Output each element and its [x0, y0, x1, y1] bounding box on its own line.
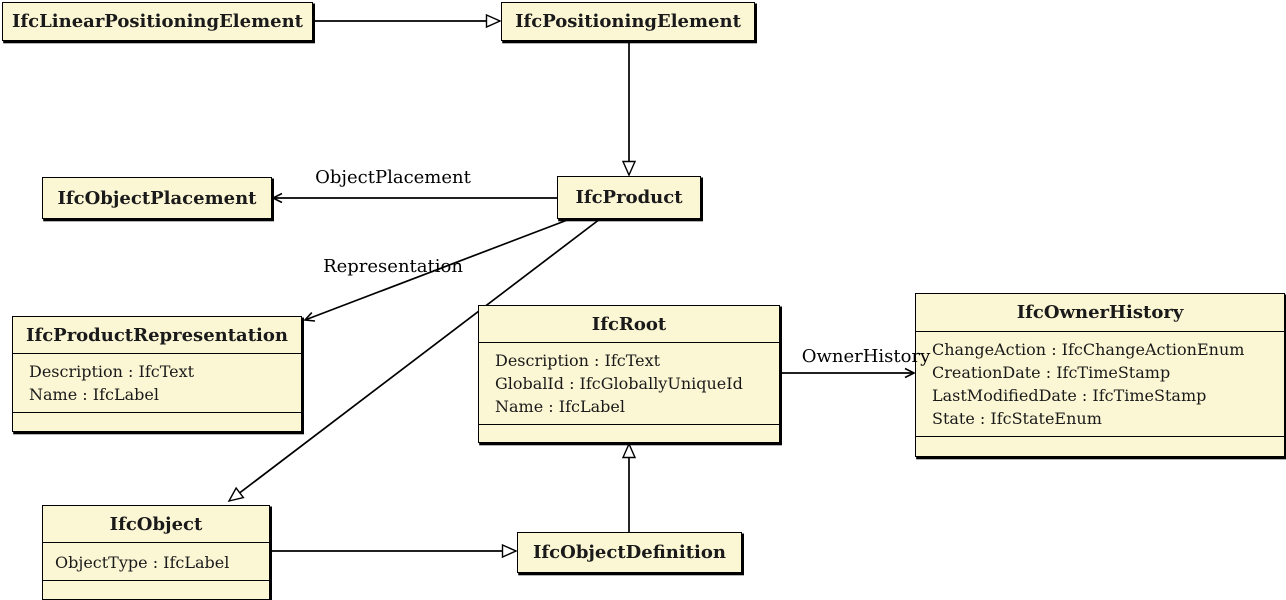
class-operations-empty	[13, 412, 301, 431]
class-attribute: GlobalId : IfcGloballyUniqueId	[495, 374, 743, 393]
class-attribute: ObjectType : IfcLabel	[55, 553, 230, 572]
class-box-ifcobjectdefinition[interactable]: IfcObjectDefinition	[517, 532, 742, 573]
class-attribute: CreationDate : IfcTimeStamp	[932, 363, 1171, 382]
class-box-ifcroot[interactable]: IfcRoot Description : IfcText GlobalId :…	[478, 305, 780, 443]
class-title: IfcProduct	[575, 187, 683, 208]
class-box-ifcobject[interactable]: IfcObject ObjectType : IfcLabel	[42, 505, 270, 600]
class-attributes: ChangeAction : IfcChangeActionEnum Creat…	[916, 331, 1284, 436]
class-box-ifcobjectplacement[interactable]: IfcObjectPlacement	[42, 177, 272, 219]
class-title: IfcPositioningElement	[515, 11, 741, 32]
class-attributes: ObjectType : IfcLabel	[43, 542, 269, 580]
class-attribute: State : IfcStateEnum	[932, 409, 1102, 428]
class-title: IfcOwnerHistory	[1016, 302, 1184, 323]
class-attributes: Description : IfcText Name : IfcLabel	[13, 353, 301, 412]
class-attribute: LastModifiedDate : IfcTimeStamp	[932, 386, 1207, 405]
edge-generalization-product-object	[227, 218, 601, 503]
class-attributes: Description : IfcText GlobalId : IfcGlob…	[479, 342, 779, 424]
class-title: IfcLinearPositioningElement	[12, 11, 303, 32]
class-title: IfcProductRepresentation	[26, 324, 288, 346]
class-title: IfcObjectDefinition	[533, 542, 726, 563]
class-box-ifcownerhistory[interactable]: IfcOwnerHistory ChangeAction : IfcChange…	[915, 293, 1285, 457]
class-attribute: Name : IfcLabel	[29, 385, 159, 404]
class-box-ifcpositioningelement[interactable]: IfcPositioningElement	[501, 2, 755, 41]
class-title: IfcObject	[109, 513, 203, 535]
class-title: IfcObjectPlacement	[57, 187, 257, 209]
class-operations-empty	[916, 436, 1284, 456]
class-title: IfcRoot	[591, 313, 667, 335]
edge-label-objectplacement: ObjectPlacement	[315, 167, 471, 188]
class-operations-empty	[479, 424, 779, 442]
edge-label-ownerhistory: OwnerHistory	[801, 346, 931, 367]
class-box-ifclinearpositioningelement[interactable]: IfcLinearPositioningElement	[2, 2, 313, 41]
class-box-ifcproduct[interactable]: IfcProduct	[557, 176, 701, 219]
class-operations-empty	[43, 580, 269, 599]
class-attribute: Name : IfcLabel	[495, 397, 625, 416]
class-box-ifcproductrepresentation[interactable]: IfcProductRepresentation Description : I…	[12, 316, 302, 432]
edge-association-product-productrepresentation	[303, 218, 571, 322]
class-attribute: Description : IfcText	[29, 362, 195, 381]
class-attribute: Description : IfcText	[495, 351, 661, 370]
class-attribute: ChangeAction : IfcChangeActionEnum	[932, 340, 1245, 359]
edge-label-representation: Representation	[323, 256, 463, 277]
